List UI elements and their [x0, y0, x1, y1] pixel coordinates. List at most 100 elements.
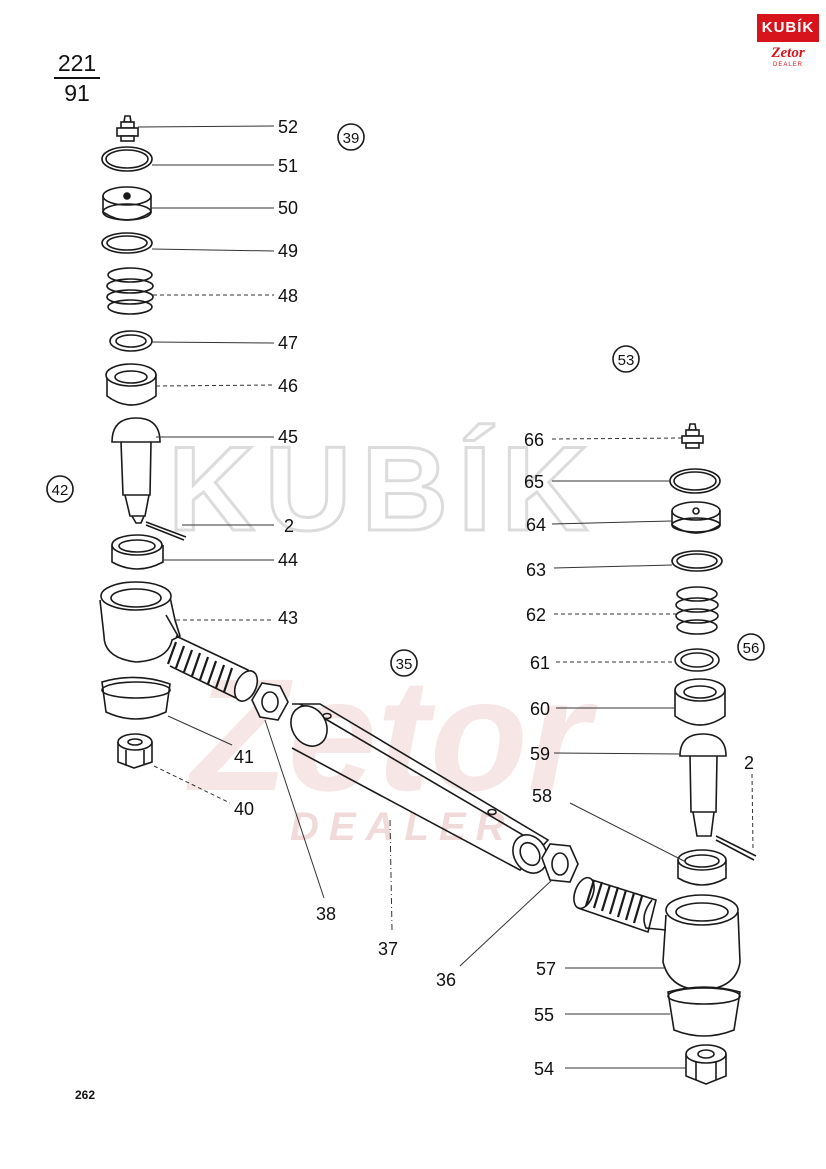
washer-61 — [674, 648, 720, 672]
part-label: 2 — [744, 753, 754, 773]
jam-nut-36 — [541, 843, 579, 883]
circlip-65-inner — [673, 471, 717, 491]
part-label: 66 — [524, 430, 544, 450]
part-label: 61 — [530, 653, 550, 673]
washer-47 — [109, 330, 153, 352]
part-label: 50 — [278, 198, 298, 218]
ring-63-inner — [676, 553, 718, 569]
part-label: 54 — [534, 1059, 554, 1079]
ring-49-inner — [106, 235, 148, 251]
part-label: 41 — [234, 747, 254, 767]
part-label: 64 — [526, 515, 546, 535]
bushing-44 — [111, 534, 164, 570]
tie-rod-end-57 — [573, 876, 741, 991]
group-label: 53 — [618, 352, 635, 369]
brand-kubik: KUBÍK — [757, 14, 819, 42]
tie-rod-tube-37 — [290, 703, 550, 874]
part-label: 36 — [436, 970, 456, 990]
leader-36 — [459, 879, 553, 967]
leader-lines — [137, 125, 754, 1069]
jam-nut-38 — [251, 682, 289, 721]
leader-49 — [151, 248, 275, 252]
group-circles — [46, 123, 765, 677]
fraction-bar — [54, 77, 100, 79]
part-label: 65 — [524, 472, 544, 492]
part-label: 40 — [234, 799, 254, 819]
part-label: 48 — [278, 286, 298, 306]
part-label: 46 — [278, 376, 298, 396]
part-label: 49 — [278, 241, 298, 261]
brand-logo: KUBÍK Zetor DEALER — [757, 14, 819, 70]
left-ball-joint-assembly — [99, 115, 579, 883]
cotter-pin-2-left — [145, 521, 187, 541]
leader-47 — [151, 341, 275, 344]
page-ref-numerator: 221 — [57, 50, 97, 76]
group-circle-56 — [737, 633, 765, 661]
ball-pin-45 — [111, 417, 161, 524]
part-label: 60 — [530, 699, 550, 719]
part-label: 51 — [278, 156, 298, 176]
part-label: 37 — [378, 939, 398, 959]
grease-nipple-66 — [681, 423, 704, 449]
brand-zetor: Zetor — [771, 45, 805, 61]
watermark-kubik: KUBÍK — [168, 422, 598, 556]
part-label: 43 — [278, 608, 298, 628]
circlip-51 — [101, 146, 153, 172]
group-circle-39 — [337, 123, 365, 151]
group-label: 42 — [52, 482, 69, 499]
group-labels: 39 42 53 35 56 — [52, 130, 760, 673]
right-ball-joint-assembly — [573, 423, 757, 1085]
group-circle-42 — [46, 475, 74, 503]
castle-nut-40 — [117, 733, 153, 769]
page-reference: 221 91 — [54, 50, 100, 106]
part-label: 38 — [316, 904, 336, 924]
group-label: 39 — [343, 130, 360, 147]
leader-66 — [551, 437, 683, 440]
washer-61-inner — [680, 652, 714, 668]
part-label: 55 — [534, 1005, 554, 1025]
part-labels: 52 51 50 49 48 47 46 45 2 44 43 41 40 38… — [234, 117, 754, 1079]
part-label: 62 — [526, 605, 546, 625]
part-label: 52 — [278, 117, 298, 137]
page-ref-denominator: 91 — [64, 80, 90, 106]
part-label: 44 — [278, 550, 298, 570]
leader-58 — [569, 802, 687, 863]
tie-rod-end-43 — [99, 581, 259, 702]
cotter-pin-2-right — [715, 835, 757, 861]
spring-62 — [675, 586, 719, 635]
boot-41 — [101, 676, 171, 720]
ball-pin-59 — [679, 733, 727, 837]
group-circle-53 — [612, 345, 640, 373]
boot-55 — [667, 986, 741, 1037]
leader-40 — [153, 765, 231, 804]
group-label: 35 — [396, 656, 413, 673]
leader-38 — [264, 719, 325, 899]
part-label: 57 — [536, 959, 556, 979]
bushing-60 — [674, 678, 726, 726]
bushing-46 — [105, 363, 157, 406]
group-circle-35 — [390, 649, 418, 677]
leader-52 — [137, 125, 275, 128]
leader-64 — [551, 520, 673, 525]
leader-63 — [553, 564, 673, 569]
part-label: 58 — [532, 786, 552, 806]
leader-37 — [389, 819, 393, 931]
part-label: 59 — [530, 744, 550, 764]
brand-dealer: DEALER — [772, 62, 803, 68]
washer-47-inner — [115, 334, 147, 348]
circlip-51-inner — [105, 149, 149, 169]
cover-50 — [102, 186, 152, 221]
part-label: 47 — [278, 333, 298, 353]
leader-2-right — [751, 773, 754, 851]
leader-41 — [167, 715, 233, 746]
group-label: 56 — [743, 640, 760, 657]
cover-64 — [671, 501, 721, 534]
leader-59 — [553, 752, 681, 755]
ring-63 — [671, 550, 723, 572]
part-label: 2 — [284, 516, 294, 536]
page-number: 262 — [75, 1088, 96, 1102]
spring-48 — [106, 267, 154, 315]
ring-49 — [101, 232, 153, 254]
